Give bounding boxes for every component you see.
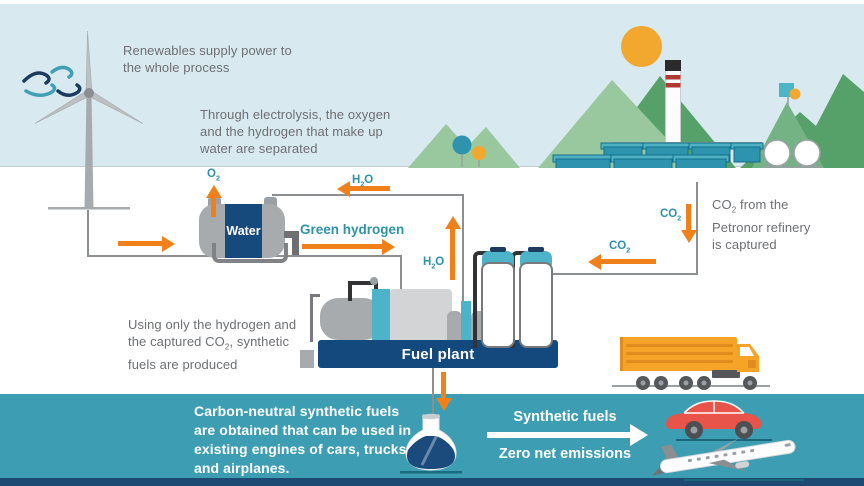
plant-foot	[300, 350, 314, 368]
water-tank-panel: Water	[225, 204, 262, 258]
water-tank-label: Water	[226, 224, 261, 238]
electrolysis-note: Through electrolysis, the oxygen and the…	[200, 107, 391, 156]
pipe-water-return-vertical	[462, 194, 464, 304]
co2-capture-arrow	[686, 204, 691, 230]
sphere-tanks-icon	[763, 139, 821, 168]
synthetic-fuels-arrow	[487, 432, 630, 438]
bottom-navy-strip	[0, 478, 864, 486]
pipe-co2-vertical	[696, 182, 698, 275]
storage-cylinder	[519, 262, 553, 348]
wind-turbine-icon	[34, 30, 144, 210]
plant-horizontal-tank	[320, 298, 382, 340]
synthetic-fuels-arrow-head	[630, 424, 651, 446]
plant-teal-thin-column	[461, 301, 471, 340]
o2-arrow	[211, 197, 216, 217]
chimney-icon	[665, 60, 681, 149]
fuel-out-arrow	[441, 372, 446, 398]
pipe-water-return	[272, 194, 464, 196]
co2-left-label: CO2	[609, 240, 631, 255]
petronor-note: CO2 from the Petronor refinery is captur…	[712, 197, 811, 252]
pipe-co2-horizontal	[552, 273, 698, 275]
o2-arrow-head	[205, 185, 222, 198]
pipe-fuel-out	[432, 368, 434, 414]
refinery-tanks-icon	[552, 142, 764, 168]
tree-orange-icon	[472, 146, 486, 160]
pipe-power-vertical	[87, 210, 89, 257]
co2-capture-arrow-head	[680, 230, 697, 243]
cylinder-topcap	[490, 247, 506, 252]
fuel-plant-label: Fuel plant	[401, 345, 475, 363]
plant-pillar	[447, 311, 462, 340]
co2-feed-arrow	[601, 259, 656, 264]
plant-main-block	[390, 289, 452, 340]
wind-icon	[22, 65, 82, 97]
sun-icon	[621, 26, 662, 67]
flask-icon	[400, 413, 462, 474]
tank-outlet-pipe	[284, 231, 299, 238]
power-arrow-head	[162, 235, 175, 252]
h2o-plant-arrow	[450, 228, 455, 280]
green-hydrogen-label: Green hydrogen	[300, 222, 405, 237]
o2-label: O2	[207, 168, 220, 183]
synthetic-fuels-label: Synthetic fuels	[513, 409, 617, 425]
renewables-note: Renewables supply power to the whole pro…	[123, 43, 292, 75]
co2-feed-arrow-head	[588, 253, 601, 270]
tank-outlet-pipe	[292, 231, 299, 255]
plant-side-pipe	[310, 294, 320, 297]
power-arrow	[118, 241, 162, 246]
fuel-out-arrow-head	[435, 398, 452, 411]
plant-teal-column	[372, 289, 390, 340]
green-hydrogen-arrow	[302, 244, 382, 249]
water-tank-cradle	[212, 243, 288, 263]
storage-cylinder	[481, 262, 515, 348]
h2o-return-arrow	[350, 186, 390, 191]
cylinder-pipe	[473, 251, 489, 348]
h2o-return-arrow-head	[337, 180, 350, 197]
fuel-plant-banner: Fuel plant	[318, 340, 558, 368]
zero-net-emissions-label: Zero net emissions	[498, 446, 632, 462]
green-hydrogen-arrow-head	[382, 238, 395, 255]
using-hydrogen-note: Using only the hydrogen and the captured…	[128, 317, 297, 372]
scenery-mountains-refinery	[408, 60, 864, 168]
h2o-plant-arrow-head	[444, 216, 461, 229]
co2-down-label: CO2	[660, 208, 682, 223]
airplane-icon	[651, 438, 804, 481]
water-tank-nub	[264, 197, 277, 207]
tree-teal-icon	[452, 135, 472, 155]
h2o-plant-label: H2O	[423, 256, 445, 271]
carbon-neutral-note: Carbon-neutral synthetic fuels are obtai…	[194, 403, 412, 476]
pipe-hydrogen-down	[400, 255, 402, 293]
sky-background	[0, 4, 864, 167]
cylinder-topcap	[528, 247, 544, 252]
car-icon	[666, 400, 772, 441]
flag-dot-icon	[789, 88, 801, 100]
plant-valve-dot	[370, 277, 378, 285]
h2o-top-label: H2O	[352, 174, 374, 189]
truck-icon	[620, 337, 759, 390]
plant-side-pipe	[310, 294, 313, 342]
